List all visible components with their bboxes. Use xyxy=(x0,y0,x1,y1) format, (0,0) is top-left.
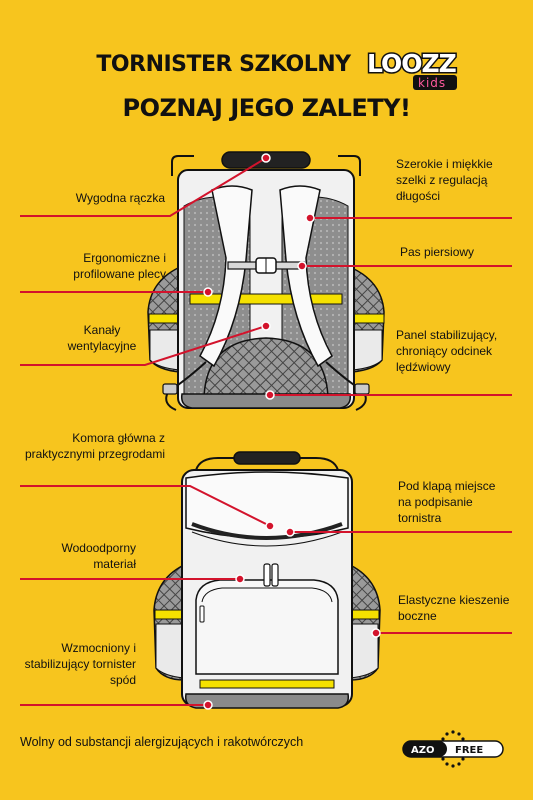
label-ventilation: Kanały wentylacyjne xyxy=(67,323,137,353)
label-straps: Szerokie i miękkie szelki z regulacją dł… xyxy=(396,157,493,203)
footer-note: Wolny od substancji alergizujących i rak… xyxy=(20,735,304,749)
callout-lines xyxy=(20,157,512,706)
loozz-kids-logo: LOOZZ kids xyxy=(366,48,458,90)
page-title-line-2: POZNAJ JEGO ZALETY! xyxy=(122,94,411,122)
svg-text:kids: kids xyxy=(418,76,446,90)
backpack-back-view xyxy=(147,151,385,411)
label-side-pockets: Elastyczne kieszenie boczne xyxy=(398,593,510,623)
label-waterproof: Wodoodporny materiał xyxy=(61,541,137,571)
label-chest-strap: Pas piersiowy xyxy=(400,245,475,259)
callout-dots xyxy=(203,153,381,710)
label-back-panel: Ergonomiczne i profilowane plecy xyxy=(73,251,166,281)
backpack-front-view xyxy=(153,451,381,709)
label-name-flap: Pod klapą miejsce na podpisanie tornistr… xyxy=(398,479,496,525)
azo-free-badge: AZO FREE xyxy=(402,730,504,768)
label-bottom: Wzmocniony i stabilizujący tornister spó… xyxy=(24,641,136,687)
svg-text:LOOZZ: LOOZZ xyxy=(367,49,456,78)
label-handle: Wygodna rączka xyxy=(75,191,165,205)
label-lumbar-panel: Panel stabilizujący, chroniący odcinek l… xyxy=(396,328,498,374)
page-title-line-1: TORNISTER SZKOLNY xyxy=(96,52,351,77)
svg-text:FREE: FREE xyxy=(455,745,483,756)
label-main-compartment: Komora główna z praktycznymi przegrodami xyxy=(24,431,165,461)
svg-text:AZO: AZO xyxy=(411,745,435,756)
